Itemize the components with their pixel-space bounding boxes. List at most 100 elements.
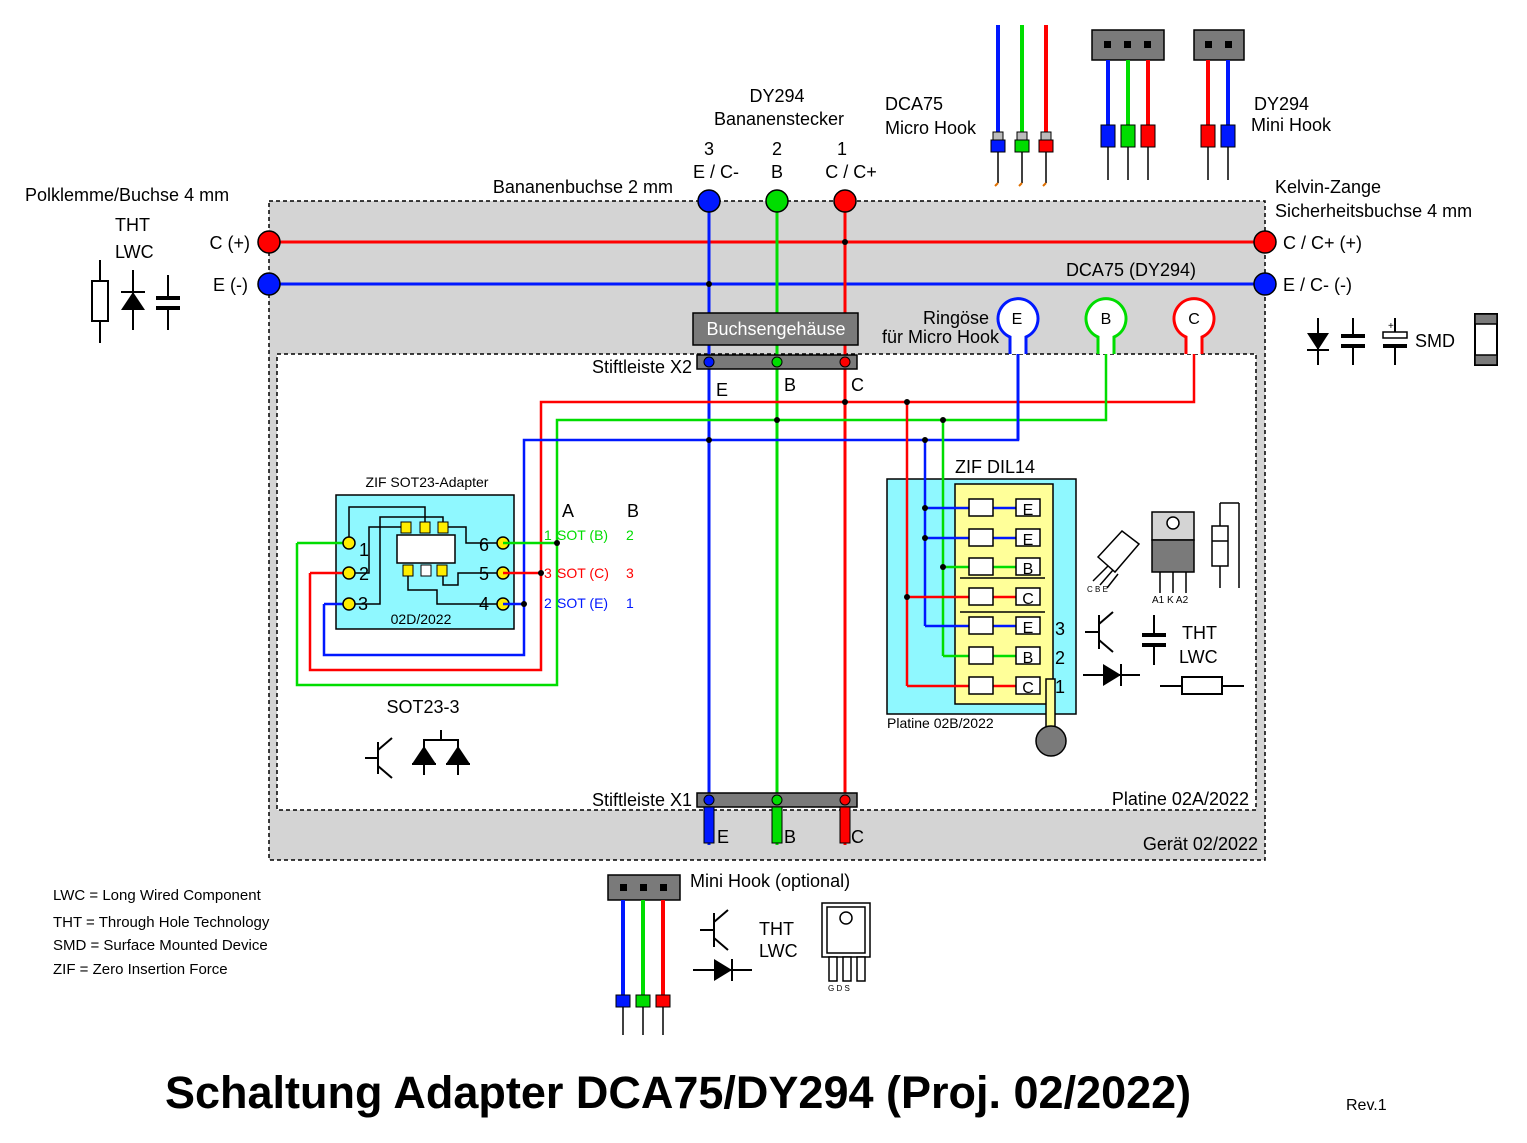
sot-col-b: B [627, 501, 639, 521]
sot-row3-a: 2 [544, 595, 552, 611]
smd-diode-icon [1307, 318, 1329, 365]
sot-pin2-label: 2 [359, 564, 369, 584]
header-x1-c: C [851, 827, 864, 847]
dil-label: B [1023, 650, 1034, 667]
pin1-name: C / C+ [825, 162, 877, 182]
sot-row1-b: 2 [626, 527, 634, 543]
kelvin-label: Kelvin-Zange [1275, 177, 1381, 197]
dil14-num2: 2 [1055, 648, 1065, 668]
sot23-adapter-title: ZIF SOT23-Adapter [366, 474, 489, 490]
legend-smd: SMD = Surface Mounted Device [53, 937, 268, 954]
dil-tht-label: THT [1182, 623, 1217, 643]
ringoese-label: Ringöse [923, 308, 989, 328]
mini-hook-optional-label: Mini Hook (optional) [690, 871, 850, 891]
dil-resistor-icon [1160, 676, 1244, 695]
dil-lwc-label: LWC [1179, 647, 1218, 667]
dil14-rows: E E B C E B C [904, 498, 1041, 697]
legend-zif: ZIF = Zero Insertion Force [53, 961, 228, 978]
dy294-minihook-title: DY294 [1254, 94, 1309, 114]
page-title: Schaltung Adapter DCA75/DY294 (Proj. 02/… [165, 1067, 1191, 1118]
sot-row3-b: 1 [626, 595, 634, 611]
to220-fet-icon [821, 902, 871, 982]
header-x2-b: B [784, 375, 796, 395]
terminal-c-plus-right [1253, 230, 1277, 254]
left-c-plus-label: C (+) [210, 233, 251, 253]
micro-hook-probes [990, 25, 1054, 187]
capacitor-icon [156, 275, 180, 330]
header-x1-b: B [784, 827, 796, 847]
ring-eyelet-c: C [1172, 297, 1216, 354]
sot-row2-a: 3 [544, 565, 552, 581]
to92-pins: C B E [1087, 585, 1108, 594]
socket-housing-label: Buchsengehäuse [706, 319, 845, 339]
bottom-transistor-icon [700, 909, 729, 951]
pin2-num: 2 [772, 139, 782, 159]
dy294-title: DY294 [749, 86, 804, 106]
bottom-lwc-label: LWC [759, 941, 798, 961]
header-x1-e: E [717, 827, 729, 847]
dil14-title: ZIF DIL14 [955, 457, 1035, 477]
header-x2-label: Stiftleiste X2 [592, 357, 692, 377]
micro-hook-label: für Micro Hook [882, 327, 1000, 347]
geraet-label: Gerät 02/2022 [1143, 834, 1258, 854]
smd-label: SMD [1415, 331, 1455, 351]
svg-text:C: C [1188, 311, 1200, 328]
sot23-package-label: SOT23-3 [386, 697, 459, 717]
terminal-c-plus-left [257, 230, 281, 254]
svg-text:+: + [1388, 321, 1394, 332]
dil-transistor-icon [1085, 611, 1114, 653]
left-lwc-label: LWC [115, 242, 154, 262]
pin3-name: E / C- [693, 162, 739, 182]
banana-socket-e [697, 189, 721, 213]
connector-3pin-top [1091, 29, 1165, 180]
dil-capacitor-icon [1142, 615, 1166, 665]
sot23-chip [396, 534, 456, 564]
dy294-subtitle: Bananenstecker [714, 109, 844, 129]
banana-socket-label: Bananenbuchse 2 mm [493, 177, 673, 197]
sot-pin4-label: 4 [479, 594, 489, 614]
sot-pin3-label: 3 [358, 594, 368, 614]
double-diode-icon [412, 730, 470, 775]
axial-component-icon [1211, 502, 1240, 588]
bottom-tht-label: THT [759, 919, 794, 939]
to92-icon [1092, 529, 1141, 589]
legend-lwc: LWC = Long Wired Component [53, 887, 262, 904]
sot-pin5-label: 5 [479, 564, 489, 584]
safety-socket-label: Sicherheitsbuchse 4 mm [1275, 201, 1472, 221]
board-02b-label: Platine 02B/2022 [887, 715, 994, 731]
smd-elcap-icon: + [1382, 318, 1408, 365]
platine-02a-label: Platine 02A/2022 [1112, 789, 1249, 809]
socket-housing [692, 312, 859, 346]
left-tht-label: THT [115, 215, 150, 235]
dca75-subtitle: Micro Hook [885, 118, 977, 138]
sot-row1-label: SOT (B) [557, 527, 608, 543]
dil-label: E [1023, 620, 1034, 637]
to220-icon [1151, 511, 1195, 593]
transistor-icon [365, 737, 393, 779]
terminal-e-minus-right [1253, 272, 1277, 296]
pin2-name: B [771, 162, 783, 182]
header-x1-label: Stiftleiste X1 [592, 790, 692, 810]
connector-2pin-top [1193, 29, 1245, 180]
right-c-plus-label: C / C+ (+) [1283, 233, 1362, 253]
sot-row2-label: SOT (C) [557, 565, 609, 581]
left-e-minus-label: E (-) [213, 275, 248, 295]
connector-3pin-bottom [607, 874, 681, 1035]
polklemme-label: Polklemme/Buchse 4 mm [25, 185, 229, 205]
revision-label: Rev.1 [1346, 1097, 1387, 1114]
sot-row2-b: 3 [626, 565, 634, 581]
dil-label: E [1023, 502, 1034, 519]
ring-eyelet-b: B [1084, 297, 1128, 354]
dil14-num3: 3 [1055, 619, 1065, 639]
dca75-dy294-label: DCA75 (DY294) [1066, 260, 1196, 280]
dy294-minihook-subtitle: Mini Hook [1251, 115, 1332, 135]
smd-resistor-icon [1474, 313, 1498, 366]
sot-pin6-label: 6 [479, 535, 489, 555]
zif-lever-handle[interactable] [1035, 678, 1067, 757]
dil-label: B [1023, 561, 1034, 578]
banana-socket-c [833, 189, 857, 213]
diode-icon [121, 270, 145, 330]
to220-pins: A1 K A2 [1152, 595, 1189, 606]
resistor-icon [91, 260, 109, 343]
